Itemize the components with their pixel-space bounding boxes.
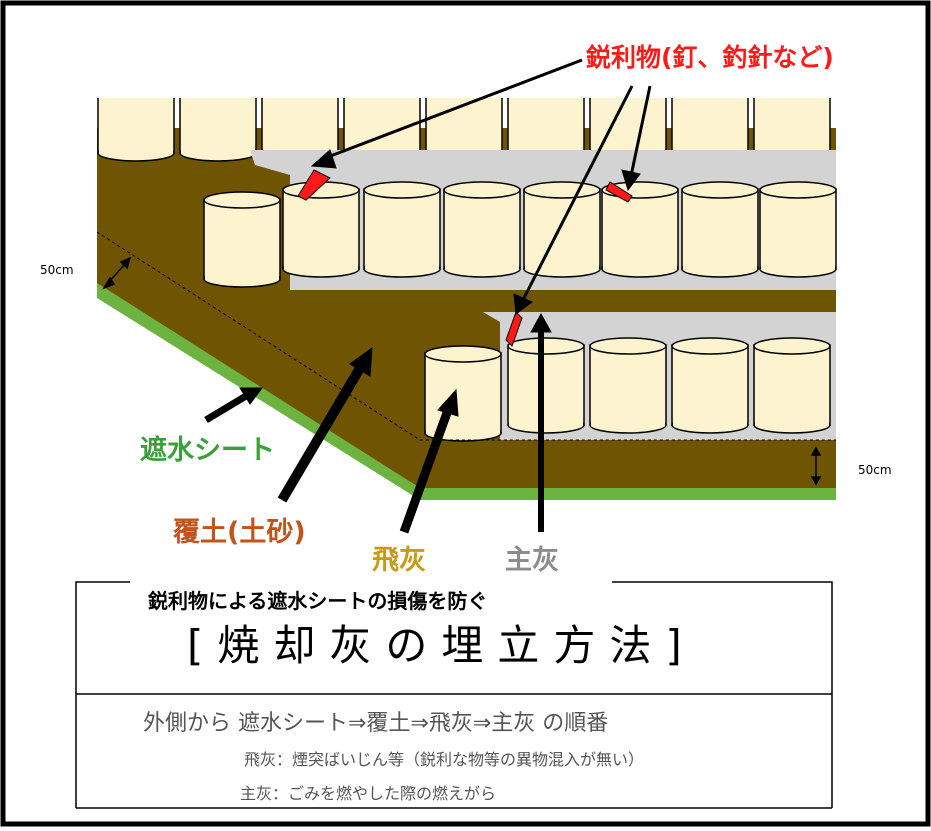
sharp-object-2 xyxy=(605,181,633,203)
bottom-ash-label: 主灰 xyxy=(505,545,559,576)
drum-row-lower xyxy=(424,337,831,442)
cover-soil-label: 覆土(土砂) xyxy=(173,517,306,548)
sharp-objects-label: 鋭利物(釘、釣針など) xyxy=(586,43,834,72)
soil-boundary-line xyxy=(96,231,836,441)
depth-label-left: 50cm xyxy=(40,263,74,277)
liner-sheet-label: 遮水シート xyxy=(140,435,275,466)
order-line: 外側から 遮水シート⇒覆土⇒飛灰⇒主灰 の順番 xyxy=(143,711,609,736)
pointer-arrows xyxy=(204,58,652,534)
note-fly-ash: 飛灰：煙突ばいじん等（鋭利な物等の異物混入が無い） xyxy=(244,750,645,769)
fly-ash-label: 飛灰 xyxy=(372,545,426,576)
depth-arrow-right xyxy=(810,446,822,486)
info-subtitle: 鋭利物による遮水シートの損傷を防ぐ xyxy=(148,589,488,613)
sharp-object-3 xyxy=(505,311,523,347)
depth-label-right: 50cm xyxy=(858,463,892,477)
info-box xyxy=(75,581,833,809)
sharp-object-1 xyxy=(297,169,331,201)
note-bottom-ash: 主灰：ごみを燃やした際の燃えがら xyxy=(240,784,497,803)
info-title: [焼却灰の埋立方法] xyxy=(187,621,696,670)
depth-arrow-left xyxy=(102,256,132,290)
